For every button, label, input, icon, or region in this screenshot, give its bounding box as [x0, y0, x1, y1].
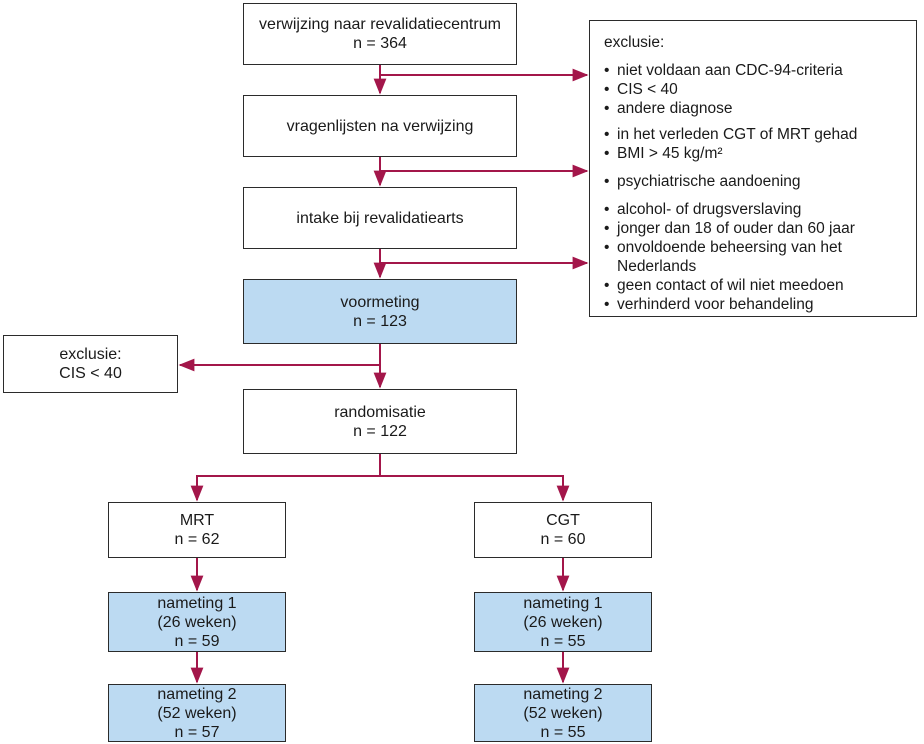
baseline-box: voormeting n = 123 [243, 279, 517, 344]
cgt-follow1-period: (26 weken) [523, 613, 603, 631]
exclusion-item: psychiatrische aandoening [604, 172, 917, 191]
branch-line [196, 475, 564, 500]
mrt-follow1-count: n = 59 [174, 632, 220, 650]
exclusion-item: BMI > 45 kg/m² [604, 144, 917, 163]
mrt-title: MRT [179, 512, 215, 529]
randomisation-box: randomisatie n = 122 [243, 389, 517, 454]
cgt-follow2-title: nameting 2 [523, 685, 603, 703]
mrt-follow1-box: nameting 1 (26 weken) n = 59 [108, 592, 286, 652]
cgt-follow1-box: nameting 1 (26 weken) n = 55 [474, 592, 652, 652]
cgt-follow2-box: nameting 2 (52 weken) n = 55 [474, 684, 652, 742]
exclusion-item: CIS < 40 [604, 80, 917, 99]
exclusion-item: geen contact of wil niet meedoen [604, 276, 917, 295]
referral-title: verwijzing naar revalidatiecentrum [259, 16, 501, 33]
mrt-box: MRT n = 62 [108, 502, 286, 558]
referral-box: verwijzing naar revalidatiecentrum n = 3… [243, 3, 517, 65]
mrt-count: n = 62 [174, 531, 220, 548]
baseline-title: voormeting [340, 293, 420, 311]
questionnaires-title: vragenlijsten na verwijzing [286, 117, 474, 135]
questionnaires-box: vragenlijsten na verwijzing [243, 95, 517, 157]
intake-title: intake bij revalidatiearts [296, 209, 464, 227]
exclusion-cis-box: exclusie: CIS < 40 [3, 335, 178, 393]
mrt-follow2-count: n = 57 [174, 723, 220, 741]
cgt-box: CGT n = 60 [474, 502, 652, 558]
exclusion-item: in het verleden CGT of MRT gehad [604, 125, 917, 144]
exclusion-cis-detail: CIS < 40 [59, 365, 122, 382]
cgt-follow2-count: n = 55 [540, 723, 586, 741]
cgt-follow1-count: n = 55 [540, 632, 586, 650]
exclusion-item: andere diagnose [604, 99, 917, 118]
cgt-follow2-period: (52 weken) [523, 704, 603, 722]
exclusion-criteria-title: exclusie: [604, 34, 665, 51]
exclusion-item: niet voldaan aan CDC-94-criteria [604, 61, 917, 80]
exclusion-criteria-box: exclusie: niet voldaan aan CDC-94-criter… [589, 20, 917, 317]
cgt-title: CGT [546, 512, 580, 529]
exclusion-item: onvoldoende beheersing van het Nederland… [604, 238, 867, 276]
exclusion-item: verhinderd voor behandeling [604, 295, 917, 314]
mrt-follow1-title: nameting 1 [157, 594, 237, 612]
mrt-follow1-period: (26 weken) [157, 613, 237, 631]
exclusion-cis-title: exclusie: [59, 346, 122, 363]
exclusion-item: jonger dan 18 of ouder dan 60 jaar [604, 219, 917, 238]
mrt-follow2-box: nameting 2 (52 weken) n = 57 [108, 684, 286, 742]
randomisation-count: n = 122 [353, 422, 407, 440]
baseline-count: n = 123 [353, 312, 407, 330]
cgt-follow1-title: nameting 1 [523, 594, 603, 612]
referral-count: n = 364 [353, 35, 407, 52]
mrt-follow2-period: (52 weken) [157, 704, 237, 722]
cgt-count: n = 60 [540, 531, 586, 548]
mrt-follow2-title: nameting 2 [157, 685, 237, 703]
randomisation-title: randomisatie [334, 403, 426, 421]
intake-box: intake bij revalidatiearts [243, 187, 517, 249]
exclusion-item: alcohol- of drugsverslaving [604, 200, 917, 219]
